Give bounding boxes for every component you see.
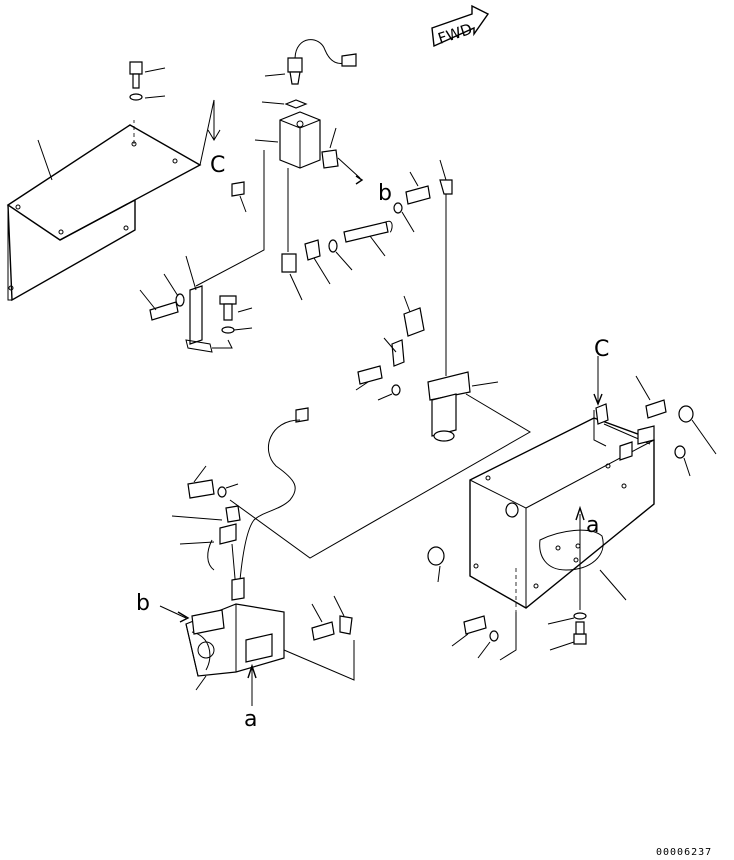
fittings-row	[304, 159, 453, 376]
valve-block	[195, 111, 364, 301]
fwd-arrow: FWD	[431, 4, 490, 48]
bracket	[139, 255, 253, 353]
callout-a-bottom: a	[244, 707, 257, 732]
motor-unit	[159, 595, 355, 706]
callout-c-right: C	[594, 337, 609, 362]
mounting-box	[427, 356, 717, 661]
drawing-code: 00006237	[656, 847, 712, 858]
harness	[171, 407, 309, 601]
fuel-filter	[229, 295, 531, 559]
pressure-sensor	[261, 39, 357, 109]
callout-c-top: C	[210, 153, 225, 178]
callout-b-top: b	[378, 181, 392, 206]
bolt-top	[129, 61, 166, 101]
callout-b-left: b	[136, 591, 150, 616]
cover-plate	[6, 99, 221, 302]
callout-a-right: a	[586, 513, 599, 538]
